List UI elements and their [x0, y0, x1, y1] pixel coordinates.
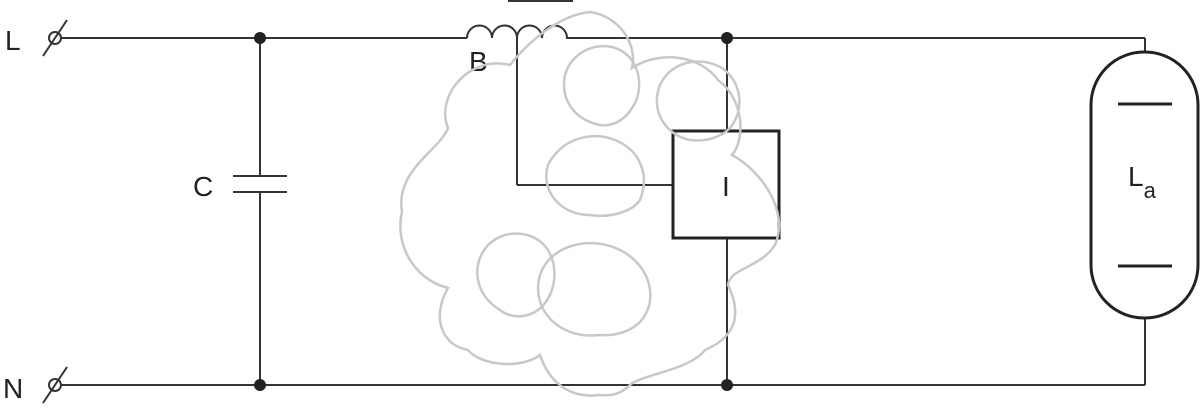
lamp [1089, 50, 1200, 320]
junction-dot [721, 32, 733, 44]
decorative-cloud-overlay [399, 10, 781, 397]
junction-dot [254, 379, 266, 391]
capacitor-label: C [193, 171, 213, 202]
neutral-wire [61, 318, 1146, 386]
ignitor-label: I [722, 171, 730, 202]
ballast-inductor [466, 0, 673, 186]
junction-dot [721, 379, 733, 391]
terminal-label-n: N [3, 373, 23, 404]
junction-dots [254, 32, 733, 391]
ballast-label: B [469, 46, 488, 77]
capacitor [233, 38, 287, 385]
lamp-label: La [1128, 161, 1157, 203]
junction-dot [254, 32, 266, 44]
terminal-label-l: L [5, 25, 21, 56]
